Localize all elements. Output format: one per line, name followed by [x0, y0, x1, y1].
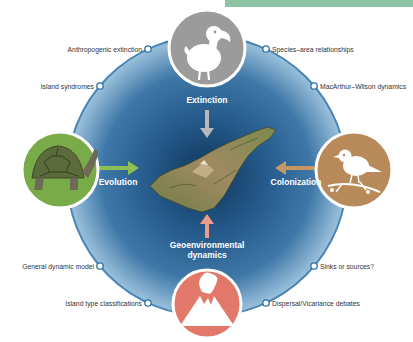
extinction-icon	[169, 10, 245, 86]
ring-label: Anthropogenic extinction	[68, 46, 142, 53]
process-label: Geoenvironmental dynamics	[166, 241, 248, 261]
process-label: Colonization	[271, 177, 322, 187]
ring-label: Island type classifications	[65, 300, 142, 307]
island	[150, 127, 276, 212]
ring-label: Island syndromes	[41, 83, 94, 90]
evolution-icon	[22, 132, 98, 208]
top-bar	[225, 0, 413, 7]
ring-label: Species–area relationships	[272, 46, 354, 53]
process-label: Extinction	[186, 95, 227, 105]
process-arrows	[98, 110, 316, 238]
colonization-icon	[316, 132, 392, 208]
ring-label: Dispersal/Vicariance debates	[272, 300, 360, 307]
process-label: Evolution	[99, 177, 138, 187]
volcano-icon	[173, 270, 241, 338]
ring-label: MacArthur–Wilson dynamics	[320, 83, 406, 90]
ring-label: General dynamic model	[22, 263, 94, 270]
ring-label: Sinks or sources?	[320, 263, 374, 270]
